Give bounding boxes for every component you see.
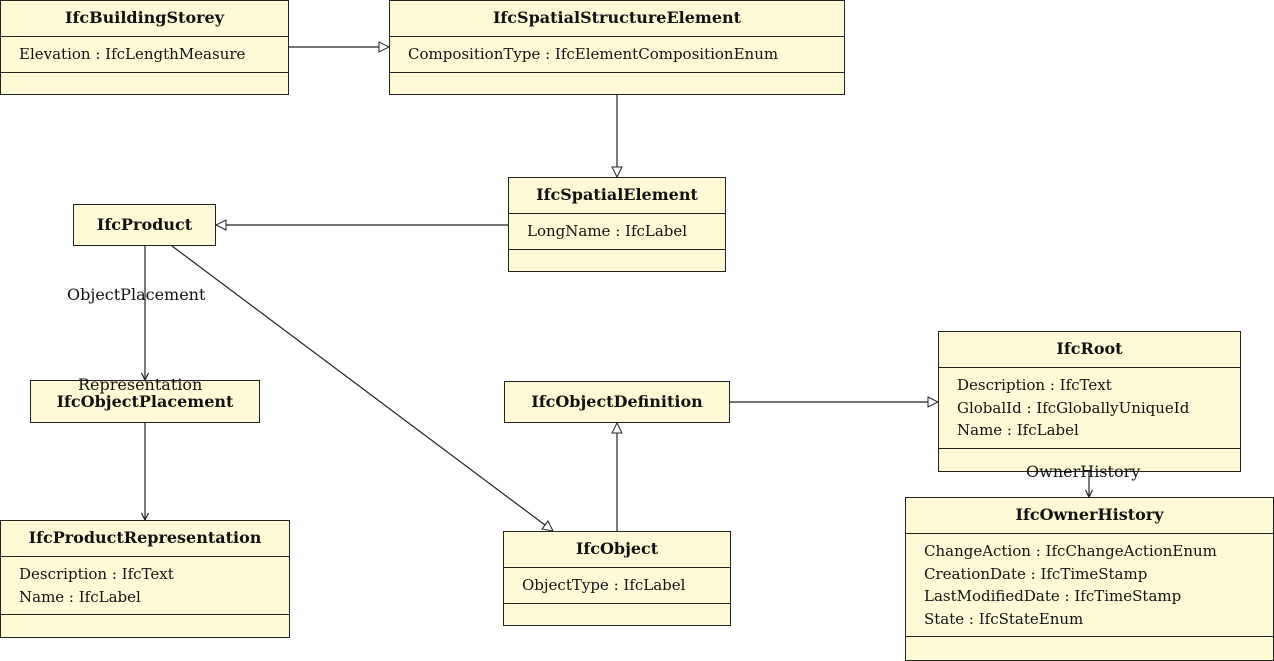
class-name: IfcProduct bbox=[96, 215, 193, 234]
class-attributes: LongName : IfcLabel bbox=[509, 213, 725, 249]
class-name: IfcRoot bbox=[1056, 339, 1123, 358]
class-attributes: CompositionType : IfcElementCompositionE… bbox=[390, 36, 844, 72]
association-label-owner-history: OwnerHistory bbox=[1026, 462, 1141, 481]
class-attributes: Elevation : IfcLengthMeasure bbox=[1, 36, 288, 72]
class-ifc-owner-history: IfcOwnerHistory ChangeAction : IfcChange… bbox=[905, 497, 1274, 661]
class-operations bbox=[509, 248, 725, 268]
class-operations bbox=[939, 447, 1240, 467]
class-name: IfcSpatialStructureElement bbox=[492, 8, 742, 27]
attribute: CompositionType : IfcElementCompositionE… bbox=[408, 45, 779, 63]
class-operations bbox=[390, 71, 844, 91]
class-attributes: Description : IfcText GlobalId : IfcGlob… bbox=[939, 367, 1240, 448]
class-operations bbox=[1, 71, 288, 91]
attribute: CreationDate : IfcTimeStamp bbox=[924, 564, 1148, 583]
attribute: Description : IfcText bbox=[957, 376, 1112, 394]
class-ifc-object-definition: IfcObjectDefinition bbox=[504, 381, 730, 423]
attribute: LongName : IfcLabel bbox=[527, 222, 688, 240]
class-ifc-product-representation: IfcProductRepresentation Description : I… bbox=[0, 520, 290, 638]
class-ifc-object: IfcObject ObjectType : IfcLabel bbox=[503, 531, 731, 626]
class-attributes: ChangeAction : IfcChangeActionEnum Creat… bbox=[906, 533, 1273, 636]
attribute: ObjectType : IfcLabel bbox=[522, 576, 686, 594]
class-name: IfcObjectPlacement bbox=[56, 392, 234, 411]
class-operations bbox=[906, 636, 1273, 655]
class-name: IfcSpatialElement bbox=[536, 185, 698, 204]
class-ifc-building-storey: IfcBuildingStorey Elevation : IfcLengthM… bbox=[0, 0, 289, 95]
class-ifc-spatial-element: IfcSpatialElement LongName : IfcLabel bbox=[508, 177, 726, 272]
class-ifc-product: IfcProduct bbox=[73, 204, 216, 246]
attribute: Name : IfcLabel bbox=[19, 587, 141, 606]
class-name: IfcProductRepresentation bbox=[28, 528, 262, 547]
class-name: IfcBuildingStorey bbox=[64, 8, 225, 27]
class-ifc-spatial-structure-element: IfcSpatialStructureElement CompositionTy… bbox=[389, 0, 845, 95]
attribute: Name : IfcLabel bbox=[957, 421, 1079, 439]
class-name: IfcObject bbox=[575, 539, 659, 558]
class-attributes: Description : IfcText Name : IfcLabel bbox=[1, 556, 289, 614]
class-ifc-root: IfcRoot Description : IfcText GlobalId :… bbox=[938, 331, 1241, 472]
class-operations bbox=[1, 614, 289, 633]
association-label-object-placement: ObjectPlacement bbox=[67, 285, 206, 304]
class-name: IfcObjectDefinition bbox=[531, 392, 703, 411]
attribute: LastModifiedDate : IfcTimeStamp bbox=[924, 587, 1182, 605]
class-ifc-object-placement: IfcObjectPlacement bbox=[30, 380, 260, 423]
class-operations bbox=[504, 602, 730, 622]
class-attributes: ObjectType : IfcLabel bbox=[504, 567, 730, 603]
generalization-product-to-object bbox=[171, 245, 553, 531]
attribute: ChangeAction : IfcChangeActionEnum bbox=[924, 542, 1217, 560]
attribute: Elevation : IfcLengthMeasure bbox=[19, 45, 246, 63]
attribute: State : IfcStateEnum bbox=[924, 609, 1084, 628]
class-name: IfcOwnerHistory bbox=[1015, 505, 1164, 524]
association-label-representation: Representation bbox=[78, 375, 203, 394]
attribute: GlobalId : IfcGloballyUniqueId bbox=[957, 398, 1190, 417]
attribute: Description : IfcText bbox=[19, 565, 174, 583]
